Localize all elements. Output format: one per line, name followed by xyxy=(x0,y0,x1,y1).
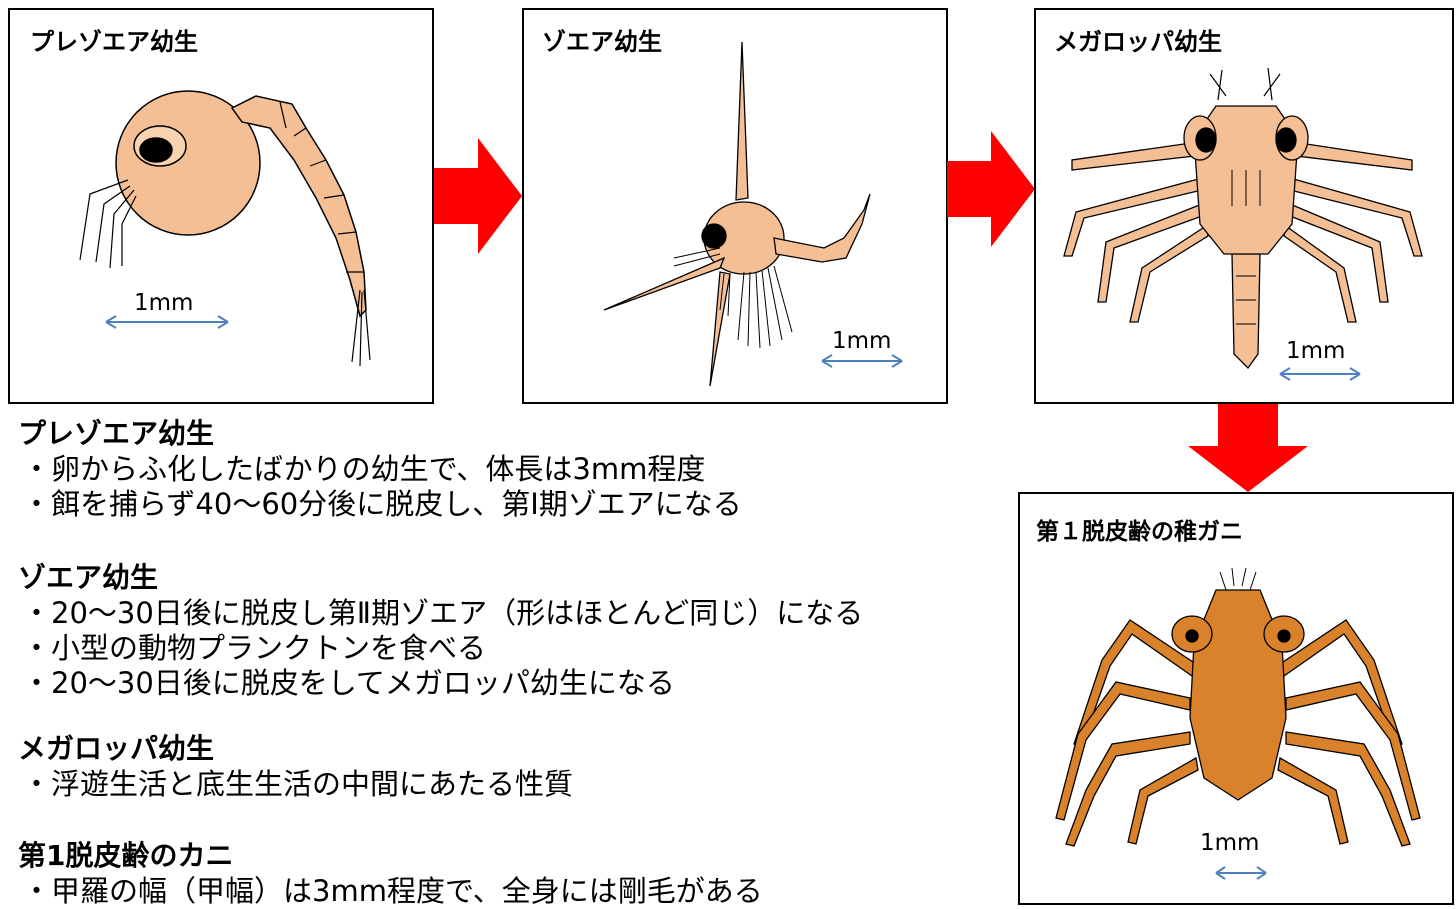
bullet-item: ・小型の動物プランクトンを食べる xyxy=(22,631,487,665)
panel-zoea: ゾエア幼生 1mm xyxy=(522,8,948,404)
right-arrow-icon xyxy=(947,131,1035,247)
section-prezoea: プレゾエア幼生 ・卵からふ化したばかりの幼生で、体長は3mm程度 ・餌を捕らず4… xyxy=(18,416,742,522)
section-heading: ゾエア幼生 xyxy=(18,561,159,594)
zoea-illustration xyxy=(603,41,871,387)
scale-label: 1mm xyxy=(1286,338,1346,364)
right-arrow-icon xyxy=(434,138,522,254)
panel-title: ゾエア幼生 xyxy=(542,28,662,56)
panel-prezoea: プレゾエア幼生 1mm xyxy=(8,8,434,404)
panel-title: 第１脱皮齢の稚ガニ xyxy=(1036,519,1243,545)
panel-megalopa: メガロッパ幼生 1mm xyxy=(1034,8,1454,404)
panel-title: メガロッパ幼生 xyxy=(1054,28,1222,56)
section-zoea: ゾエア幼生 ・20～30日後に脱皮し第Ⅱ期ゾエア（形はほとんど同じ）になる ・小… xyxy=(18,560,863,701)
scale-arrow-icon xyxy=(1279,367,1361,381)
section-crab: 第1脱皮齢のカニ ・甲羅の幅（甲幅）は3mm程度で、全身には剛毛がある xyxy=(18,838,763,909)
section-heading: 第1脱皮齢のカニ xyxy=(18,839,234,872)
bullet-item: ・浮遊生活と底生生活の中間にあたる性質 xyxy=(22,767,574,801)
panel-juvenile: 第１脱皮齢の稚ガニ 1mm xyxy=(1018,492,1454,905)
section-megalopa: メガロッパ幼生 ・浮遊生活と底生生活の中間にあたる性質 xyxy=(18,731,573,802)
scale-arrow-icon xyxy=(105,315,229,329)
megalopa-illustration xyxy=(1063,67,1423,370)
juvenile-crab-illustration xyxy=(1055,567,1421,847)
section-heading: メガロッパ幼生 xyxy=(18,732,215,765)
prezoea-illustration xyxy=(79,90,371,367)
scale-label: 1mm xyxy=(1200,830,1260,856)
scale-label: 1mm xyxy=(832,328,892,354)
scale-label: 1mm xyxy=(134,290,194,316)
bullet-item: ・甲羅の幅（甲幅）は3mm程度で、全身には剛毛がある xyxy=(22,874,763,908)
bullet-item: ・20～30日後に脱皮をしてメガロッパ幼生になる xyxy=(22,666,675,700)
panel-title: プレゾエア幼生 xyxy=(30,28,198,56)
bullet-item: ・卵からふ化したばかりの幼生で、体長は3mm程度 xyxy=(22,452,706,486)
down-arrow-icon xyxy=(1188,404,1308,492)
bullet-item: ・20～30日後に脱皮し第Ⅱ期ゾエア（形はほとんど同じ）になる xyxy=(22,596,864,630)
bullet-item: ・餌を捕らず40～60分後に脱皮し、第Ⅰ期ゾエアになる xyxy=(22,487,742,521)
scale-arrow-icon xyxy=(821,354,903,368)
section-heading: プレゾエア幼生 xyxy=(18,417,215,450)
scale-arrow-icon xyxy=(1215,866,1267,880)
